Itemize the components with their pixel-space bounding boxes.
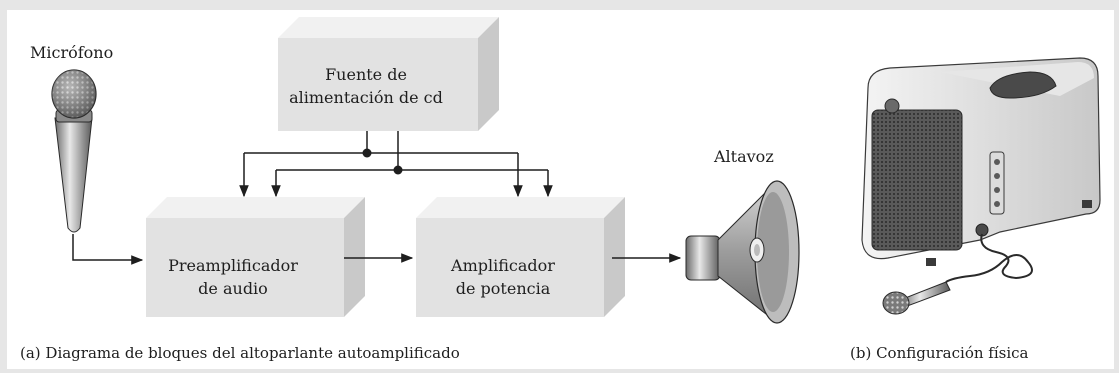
caption-b: (b) Configuración física: [850, 344, 1029, 362]
preamplifier-label-line2: de audio: [198, 279, 268, 298]
power-supply-label-line2: alimentación de cd: [289, 88, 443, 107]
right-border: [1114, 0, 1119, 373]
speaker-horn-icon: [685, 180, 800, 324]
bottom-border: [0, 369, 1119, 373]
preamplifier-label-line1: Preamplificador: [168, 256, 298, 275]
power-amplifier-label-line1: Amplificador: [450, 256, 555, 275]
signal-lines: [72, 234, 682, 265]
top-border: [0, 0, 1119, 10]
power-amplifier-block: Amplificador de potencia: [416, 197, 625, 317]
junction-dot: [362, 148, 372, 158]
microphone-icon: [51, 69, 97, 233]
junction-dot: [393, 165, 403, 175]
portable-speaker-icon: [861, 57, 1101, 315]
power-lines: [239, 131, 553, 198]
power-supply-block: Fuente de alimentación de cd: [278, 17, 499, 131]
preamplifier-block: Preamplificador de audio: [146, 197, 365, 317]
caption-a: (a) Diagrama de bloques del altoparlante…: [20, 344, 460, 362]
power-supply-label-line1: Fuente de: [325, 65, 407, 84]
speaker-label: Altavoz: [713, 147, 774, 166]
power-amplifier-label-line2: de potencia: [456, 279, 551, 298]
microphone-label: Micrófono: [30, 43, 113, 62]
left-border: [0, 0, 7, 373]
